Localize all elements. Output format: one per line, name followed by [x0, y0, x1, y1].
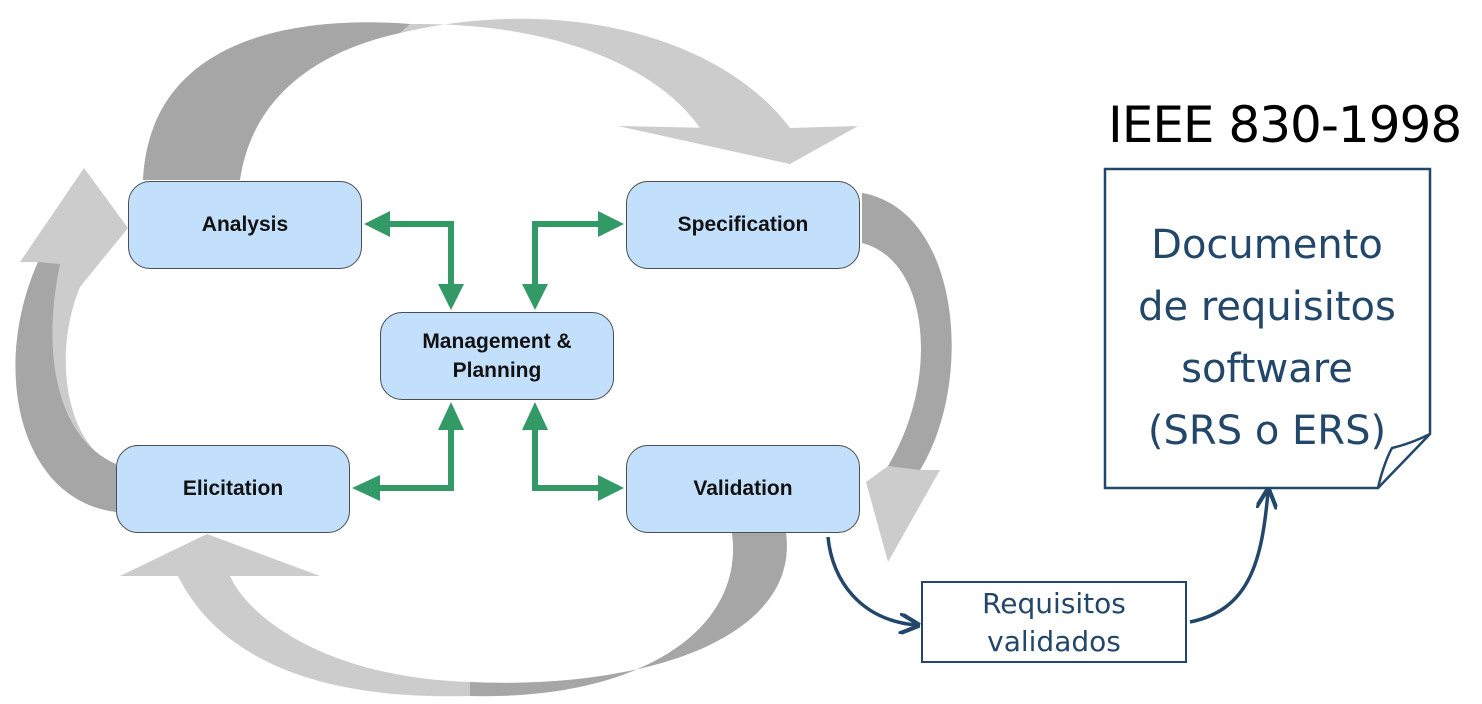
cycle-arrows	[15, 18, 952, 697]
arrowhead-to-specification	[598, 211, 624, 237]
document-label-line: software	[1181, 346, 1353, 392]
stage-analysis-label: Analysis	[201, 213, 289, 237]
arrowhead-to-elicitation	[352, 475, 380, 501]
stage-management-label-line1: Management &	[422, 329, 572, 353]
arrowhead-to-analysis	[364, 211, 390, 237]
connector-elicitation-v	[448, 420, 454, 491]
management-connectors	[352, 211, 624, 501]
document-outline	[1103, 167, 1432, 490]
document-fold	[1376, 432, 1431, 489]
connector-analysis-h	[380, 221, 454, 227]
stage-validation: Validation	[626, 445, 860, 533]
document-label: Documento de requisitos software (SRS o …	[1108, 214, 1426, 462]
stage-elicitation: Elicitation	[116, 445, 350, 533]
cycle-arrow-left-shade	[15, 262, 116, 512]
document-label-line: (SRS o ERS)	[1147, 408, 1387, 454]
connector-validation-v	[532, 420, 538, 491]
standard-title: IEEE 830-1998	[1108, 96, 1462, 154]
document-label-line: de requisitos	[1138, 284, 1396, 330]
flow-arrow-validated-to-document	[1189, 492, 1268, 624]
connector-specification-v	[532, 221, 538, 291]
validated-label-line: Requisitos	[982, 587, 1126, 620]
stage-specification-label: Specification	[677, 213, 809, 237]
stage-analysis: Analysis	[128, 181, 362, 269]
connector-elicitation-h	[370, 485, 454, 491]
cycle-arrow-right-shade	[862, 193, 952, 470]
arrowhead-to-validation	[598, 475, 624, 501]
stage-management-label-line2: Planning	[452, 359, 542, 382]
validated-requirements-box: Requisitos validados	[921, 581, 1187, 663]
document-label-line: Documento	[1151, 222, 1383, 268]
cycle-arrow-top-shade	[143, 22, 410, 180]
connector-validation-h	[532, 485, 608, 491]
stage-specification: Specification	[626, 181, 860, 269]
srs-document	[1103, 167, 1432, 490]
arrowhead-up-management-left	[438, 402, 464, 430]
stage-elicitation-label: Elicitation	[182, 477, 284, 501]
cycle-arrow-bottom	[120, 533, 787, 697]
cycle-arrow-bottom-shade	[470, 533, 787, 697]
validated-label-line: validados	[987, 625, 1121, 658]
arrowhead-up-management-right	[522, 402, 548, 430]
stage-validation-label: Validation	[693, 477, 793, 501]
connector-analysis-v	[448, 221, 454, 291]
arrowhead-down-management-left	[438, 284, 464, 310]
connector-specification-h	[532, 221, 608, 227]
arrowhead-down-management-right	[522, 284, 548, 310]
flow-arrow-validation-to-validated	[826, 536, 916, 625]
stage-management-planning: Management & Planning	[380, 312, 614, 400]
